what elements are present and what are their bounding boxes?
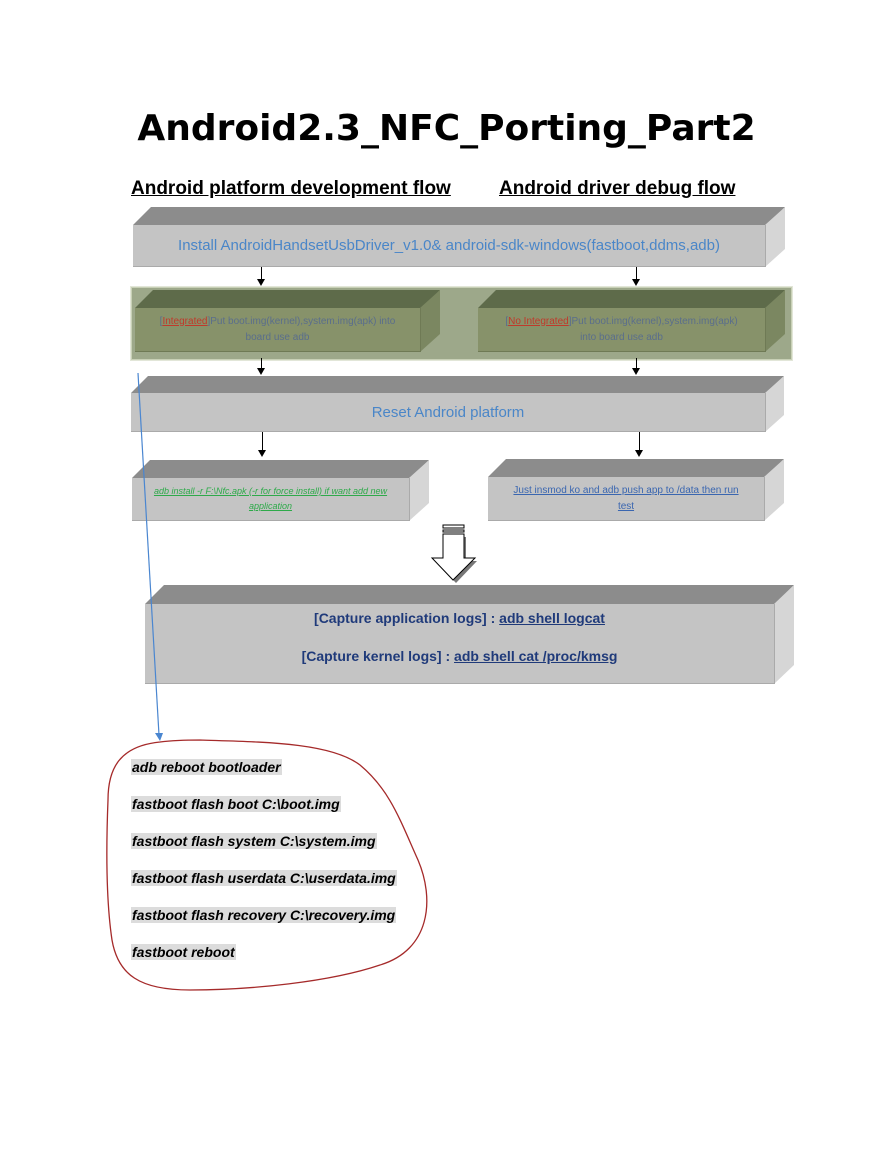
arrow-down-icon bbox=[632, 368, 640, 375]
command-line: fastboot flash recovery C:\recovery.img bbox=[131, 907, 397, 923]
connector-arrow-icon bbox=[155, 733, 163, 741]
arrow-down-icon bbox=[632, 279, 640, 286]
install-drivers-box: Install AndroidHandsetUsbDriver_v1.0& an… bbox=[133, 207, 785, 267]
reset-platform-text: Reset Android platform bbox=[371, 403, 525, 421]
command-line: fastboot flash userdata C:\userdata.img bbox=[131, 870, 397, 886]
command-line: fastboot reboot bbox=[131, 944, 236, 960]
heading-driver-debug-flow: Android driver debug flow bbox=[499, 178, 736, 199]
adb-install-line1: adb install -r F:\Nfc.apk (-r for force … bbox=[153, 486, 388, 496]
insmod-box: Just insmod ko and adb push app to /data… bbox=[488, 459, 784, 521]
big-down-arrow-icon bbox=[430, 524, 477, 583]
integrated-text-line2: board use adb bbox=[245, 331, 310, 343]
command-line: adb reboot bootloader bbox=[131, 759, 282, 775]
install-drivers-text: Install AndroidHandsetUsbDriver_v1.0& an… bbox=[178, 237, 720, 254]
integrated-text-line1: Put boot.img(kernel),system.img(apk) int… bbox=[210, 315, 396, 327]
app-log-label: [Capture application logs] : bbox=[314, 610, 500, 626]
page-title: Android2.3_NFC_Porting_Part2 bbox=[137, 108, 756, 149]
integrated-box: [Integrated]Put boot.img(kernel),system.… bbox=[135, 290, 440, 352]
not-integrated-text-line1: Put boot.img(kernel),system.img(apk) bbox=[571, 315, 738, 327]
insmod-line1: Just insmod ko and adb push app to /data… bbox=[513, 484, 739, 496]
adb-install-line2: application bbox=[248, 501, 293, 511]
command-line: fastboot flash system C:\system.img bbox=[131, 833, 377, 849]
log-capture-box: [Capture application logs] : adb shell l… bbox=[145, 585, 794, 684]
kernel-log-command: adb shell cat /proc/kmsg bbox=[454, 648, 618, 664]
app-log-command: adb shell logcat bbox=[499, 610, 605, 626]
heading-platform-development-flow: Android platform development flow bbox=[131, 178, 451, 199]
integrated-tag: Integrated bbox=[162, 315, 208, 327]
not-integrated-tag: No Integrated bbox=[508, 315, 569, 327]
kernel-log-label: [Capture kernel logs] : bbox=[301, 648, 455, 664]
reset-platform-box: Reset Android platform bbox=[131, 376, 784, 432]
not-integrated-text-line2: into board use adb bbox=[580, 331, 663, 343]
not-integrated-box: [No Integrated]Put boot.img(kernel),syst… bbox=[478, 290, 785, 352]
arrow-down-icon bbox=[257, 279, 265, 286]
insmod-line2: test bbox=[617, 500, 635, 512]
arrow-down-icon bbox=[258, 450, 266, 457]
command-line: fastboot flash boot C:\boot.img bbox=[131, 796, 341, 812]
arrow-down-icon bbox=[635, 450, 643, 457]
arrow-down-icon bbox=[257, 368, 265, 375]
adb-install-box: adb install -r F:\Nfc.apk (-r for force … bbox=[132, 460, 429, 521]
